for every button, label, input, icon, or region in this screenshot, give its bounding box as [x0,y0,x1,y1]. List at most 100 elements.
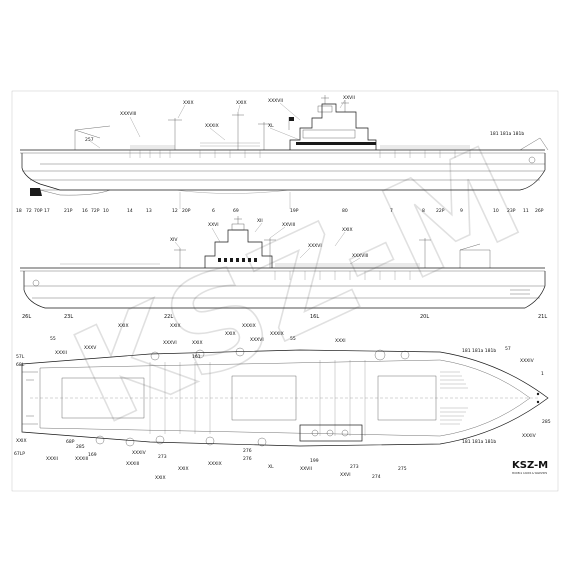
svg-text:10: 10 [493,208,499,214]
svg-text:169: 169 [88,452,97,458]
side-crane-aft [74,125,111,150]
svg-text:XXIX: XXIX [170,323,181,329]
svg-text:274: 274 [372,474,381,480]
svg-text:70P: 70P [34,208,43,214]
profile-callout-6: XXIX [342,227,353,233]
svg-text:181 181a 181b: 181 181a 181b [462,348,496,354]
svg-text:21P: 21P [64,208,73,214]
svg-text:11: 11 [523,208,529,214]
svg-text:XXIX: XXIX [155,475,166,481]
svg-text:55: 55 [290,336,296,342]
side-rudder [30,188,42,196]
svg-text:22P: 22P [436,208,445,214]
svg-text:57L: 57L [16,354,25,360]
side-island [289,103,377,150]
svg-text:276: 276 [243,456,252,462]
svg-text:XL: XL [268,464,274,470]
svg-text:MODELS CARDS & WARSHIPS: MODELS CARDS & WARSHIPS [512,472,548,475]
watermark: KSZ-M [52,118,542,454]
svg-text:21L: 21L [538,314,547,320]
svg-text:XXXIII: XXXIII [126,461,139,467]
svg-text:69: 69 [233,208,239,214]
svg-text:80: 80 [342,208,348,214]
publisher-logo: KSZ-M MODELS CARDS & WARSHIPS [512,460,548,475]
profile-callout-5: XXXVI [308,243,322,249]
svg-text:XXXIV: XXXIV [522,433,537,439]
svg-text:XXXIX: XXXIX [242,323,256,329]
svg-text:20P: 20P [182,208,191,214]
svg-text:68L: 68L [16,362,25,368]
svg-text:16L: 16L [310,314,319,320]
svg-text:13: 13 [146,208,152,214]
side-callout-9: 181 181a 181b [490,131,524,137]
svg-text:16: 16 [82,208,88,214]
svg-text:57: 57 [505,346,511,352]
svg-text:22L: 22L [164,314,173,320]
side-callout-5: XXXVII [268,98,283,104]
svg-text:XXXV: XXXV [84,345,97,351]
svg-text:7: 7 [390,208,393,214]
profile-island-windows [218,258,257,262]
svg-text:XXVII: XXVII [300,466,312,472]
svg-text:285: 285 [76,444,85,450]
svg-text:14: 14 [127,208,133,214]
svg-text:XXXIX: XXXIX [270,331,284,337]
svg-text:XXXIX: XXXIX [208,461,222,467]
deck-bow-hatching [440,371,468,425]
svg-text:XXIX: XXIX [192,340,203,346]
side-callout-2: XXIX [183,100,194,106]
svg-text:XXXVI: XXXVI [163,340,177,346]
svg-text:XXIX: XXIX [16,438,27,444]
side-mast [321,95,349,112]
svg-text:285: 285 [542,419,551,425]
svg-text:12: 12 [172,208,178,214]
svg-text:199: 199 [310,458,319,464]
svg-text:XXXVI: XXXVI [250,337,264,343]
side-callout-4: XXXIX [205,123,219,129]
svg-text:XXIX: XXIX [225,331,236,337]
svg-text:KSZ-M: KSZ-M [512,460,548,471]
deck-gun-tubs [95,347,410,447]
svg-text:275: 275 [398,466,407,472]
profile-mast [174,238,431,268]
profile-callout-7: XXXVIII [352,253,368,259]
svg-text:72: 72 [26,208,32,214]
profile-view [20,216,546,309]
svg-text:XXXII: XXXII [55,350,67,356]
svg-text:26P: 26P [535,208,544,214]
svg-text:18: 18 [16,208,22,214]
svg-text:XXXI: XXXI [335,338,346,344]
side-callout-1: XXXVIII [120,111,136,117]
svg-text:67LP: 67LP [14,451,25,457]
svg-text:19P: 19P [290,208,299,214]
svg-text:23L: 23L [64,314,73,320]
side-keel-curve [174,189,291,194]
svg-text:8: 8 [422,208,425,214]
svg-text:XXXIV: XXXIV [132,450,147,456]
deck-outline [21,349,549,447]
svg-text:68P: 68P [66,439,75,445]
profile-hull [23,271,546,309]
deck-callouts: XXIX XXIX XXXIX 55 XXXII XXXV 55 XXXVI X… [14,323,551,481]
svg-text:17: 17 [44,208,50,214]
svg-text:XXVI: XXVI [340,472,351,478]
svg-text:XXXIV: XXXIV [520,358,535,364]
profile-callout-4: XIV [170,237,178,243]
svg-text:9: 9 [460,208,463,214]
side-view [20,95,549,209]
svg-text:20L: 20L [420,314,429,320]
svg-text:161: 161 [192,354,201,360]
svg-text:273: 273 [350,464,359,470]
profile-callout-3: XXVIII [282,222,295,228]
side-callout-7: XL [268,123,274,129]
deck-island [299,424,363,442]
svg-text:55: 55 [50,336,56,342]
side-crane-fwd [168,112,270,150]
svg-text:72P: 72P [91,208,100,214]
profile-bottom-labels: 26L 23L 22L 16L 20L 21L [22,314,547,320]
side-gallery-ticks [129,150,471,158]
deck-plan [21,347,549,447]
svg-text:XXXII: XXXII [46,456,58,462]
svg-text:XXIX: XXIX [178,466,189,472]
